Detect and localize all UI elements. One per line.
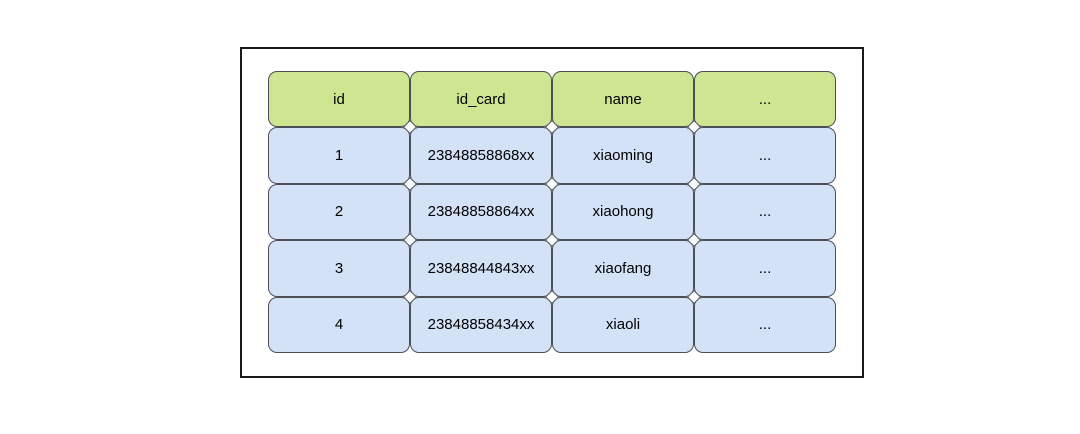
table-cell: xiaofang xyxy=(552,240,694,297)
table-cell: 3 xyxy=(268,240,410,297)
header-cell-id: id xyxy=(268,71,410,128)
table-cell: 23848858864xx xyxy=(410,183,552,241)
table-cell: ... xyxy=(694,296,836,353)
table-cell: 23848858434xx xyxy=(410,296,552,353)
table-cell: 23848844843xx xyxy=(410,240,552,297)
table-cell: 23848858868xx xyxy=(410,127,552,184)
header-cell-id-card: id_card xyxy=(410,71,552,128)
table-cell: xiaoli xyxy=(552,296,694,353)
table-cell: ... xyxy=(694,183,836,241)
table-cell: ... xyxy=(694,240,836,297)
header-cell-ellipsis: ... xyxy=(694,71,836,128)
diagram-frame: id id_card name ... 1 23848858868xx xiao… xyxy=(240,47,864,378)
table-cell: ... xyxy=(694,127,836,184)
table-cell: xiaohong xyxy=(552,183,694,241)
table-cell: 1 xyxy=(268,127,410,184)
users-table: id id_card name ... 1 23848858868xx xiao… xyxy=(268,71,836,353)
table-cell: xiaoming xyxy=(552,127,694,184)
table-cell: 2 xyxy=(268,183,410,241)
header-cell-name: name xyxy=(552,71,694,128)
table-cell: 4 xyxy=(268,296,410,353)
